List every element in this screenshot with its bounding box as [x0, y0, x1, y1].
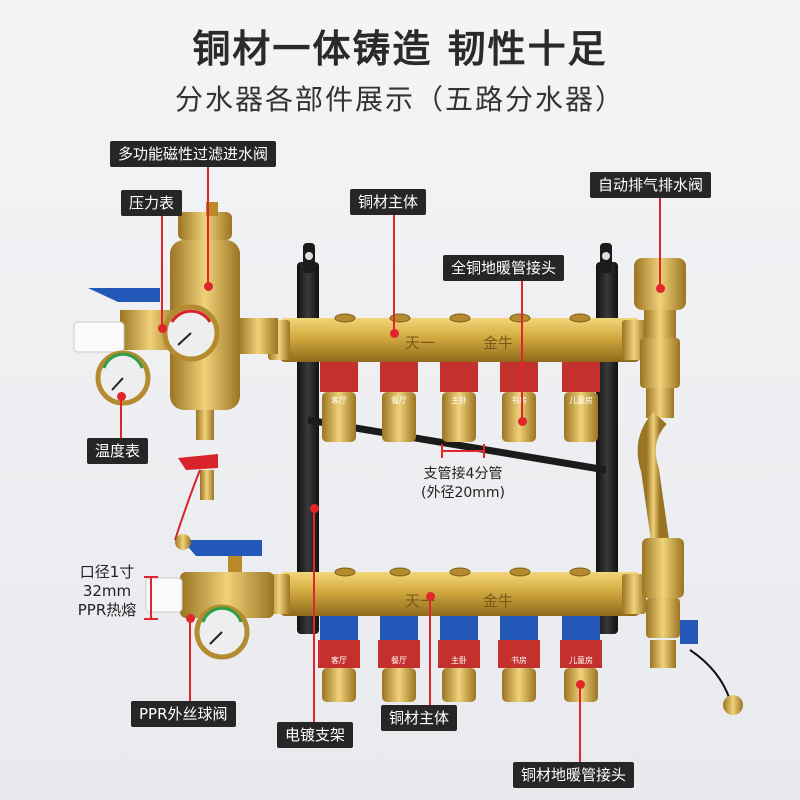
- thermometer-dial: [95, 350, 151, 406]
- ppr-valve-gauge-dial: [194, 604, 250, 660]
- room-tag-top-2: 餐厅: [391, 396, 407, 405]
- room-tag-top-4: 书房: [511, 395, 527, 405]
- callout-thermometer: 温度表: [87, 438, 149, 464]
- inlet-size-line2: 32mm: [82, 582, 132, 600]
- room-tag-bottom-4: 书房: [511, 655, 527, 665]
- inlet-size-line3: PPR热熔: [77, 601, 137, 619]
- ppr-ball-valve: [145, 469, 274, 618]
- callout-copper-body-bottom: 铜材主体: [381, 705, 458, 731]
- room-tag-bottom-5: 儿童房: [569, 655, 593, 665]
- pressure-gauge-dial: [162, 304, 220, 362]
- brand-text-bottom-right: 金牛: [483, 592, 513, 610]
- callout-pressure-gauge: 压力表: [121, 190, 183, 216]
- callout-floor-heat-fitting: 全铜地暖管接头: [443, 255, 565, 281]
- room-tag-bottom-1: 客厅: [331, 655, 347, 665]
- room-tag-bottom-2: 餐厅: [391, 656, 407, 665]
- callout-copper-body-top: 铜材主体: [350, 189, 427, 215]
- callout-copper-floor-fitting: 铜材地暖管接头: [513, 762, 635, 788]
- callout-inlet-size: 口径1寸 32mm PPR热熔: [62, 563, 152, 620]
- callout-filter-valve: 多功能磁性过滤进水阀: [110, 141, 277, 167]
- brand-text-top-left: 天一: [405, 334, 435, 352]
- room-tag-bottom-3: 主卧: [451, 655, 467, 665]
- callout-plated-bracket: 电镀支架: [277, 722, 354, 748]
- callout-branch-pipe: 支管接4分管 (外径20mm): [405, 465, 521, 503]
- page-subtitle: 分水器各部件展示（五路分水器）: [174, 83, 625, 116]
- callout-auto-vent-valve: 自动排气排水阀: [590, 172, 712, 198]
- top-manifold-body: [268, 313, 646, 362]
- room-tag-top-1: 客厅: [331, 395, 347, 405]
- callout-ppr-ball-valve: PPR外丝球阀: [131, 701, 236, 727]
- room-tag-top-5: 儿童房: [569, 395, 593, 405]
- bottom-branch-outlets: [318, 616, 602, 702]
- inlet-size-line1: 口径1寸: [79, 563, 135, 581]
- brand-text-top-right: 金牛: [483, 334, 513, 352]
- auto-vent-valve: [634, 258, 743, 715]
- branch-pipe-line2: (外径20mm): [420, 485, 505, 501]
- branch-pipe-line1: 支管接4分管: [423, 466, 503, 482]
- bottom-manifold-body: [268, 567, 646, 616]
- room-tag-top-3: 主卧: [451, 395, 467, 405]
- page-title: 铜材一体铸造 韧性十足: [192, 27, 608, 71]
